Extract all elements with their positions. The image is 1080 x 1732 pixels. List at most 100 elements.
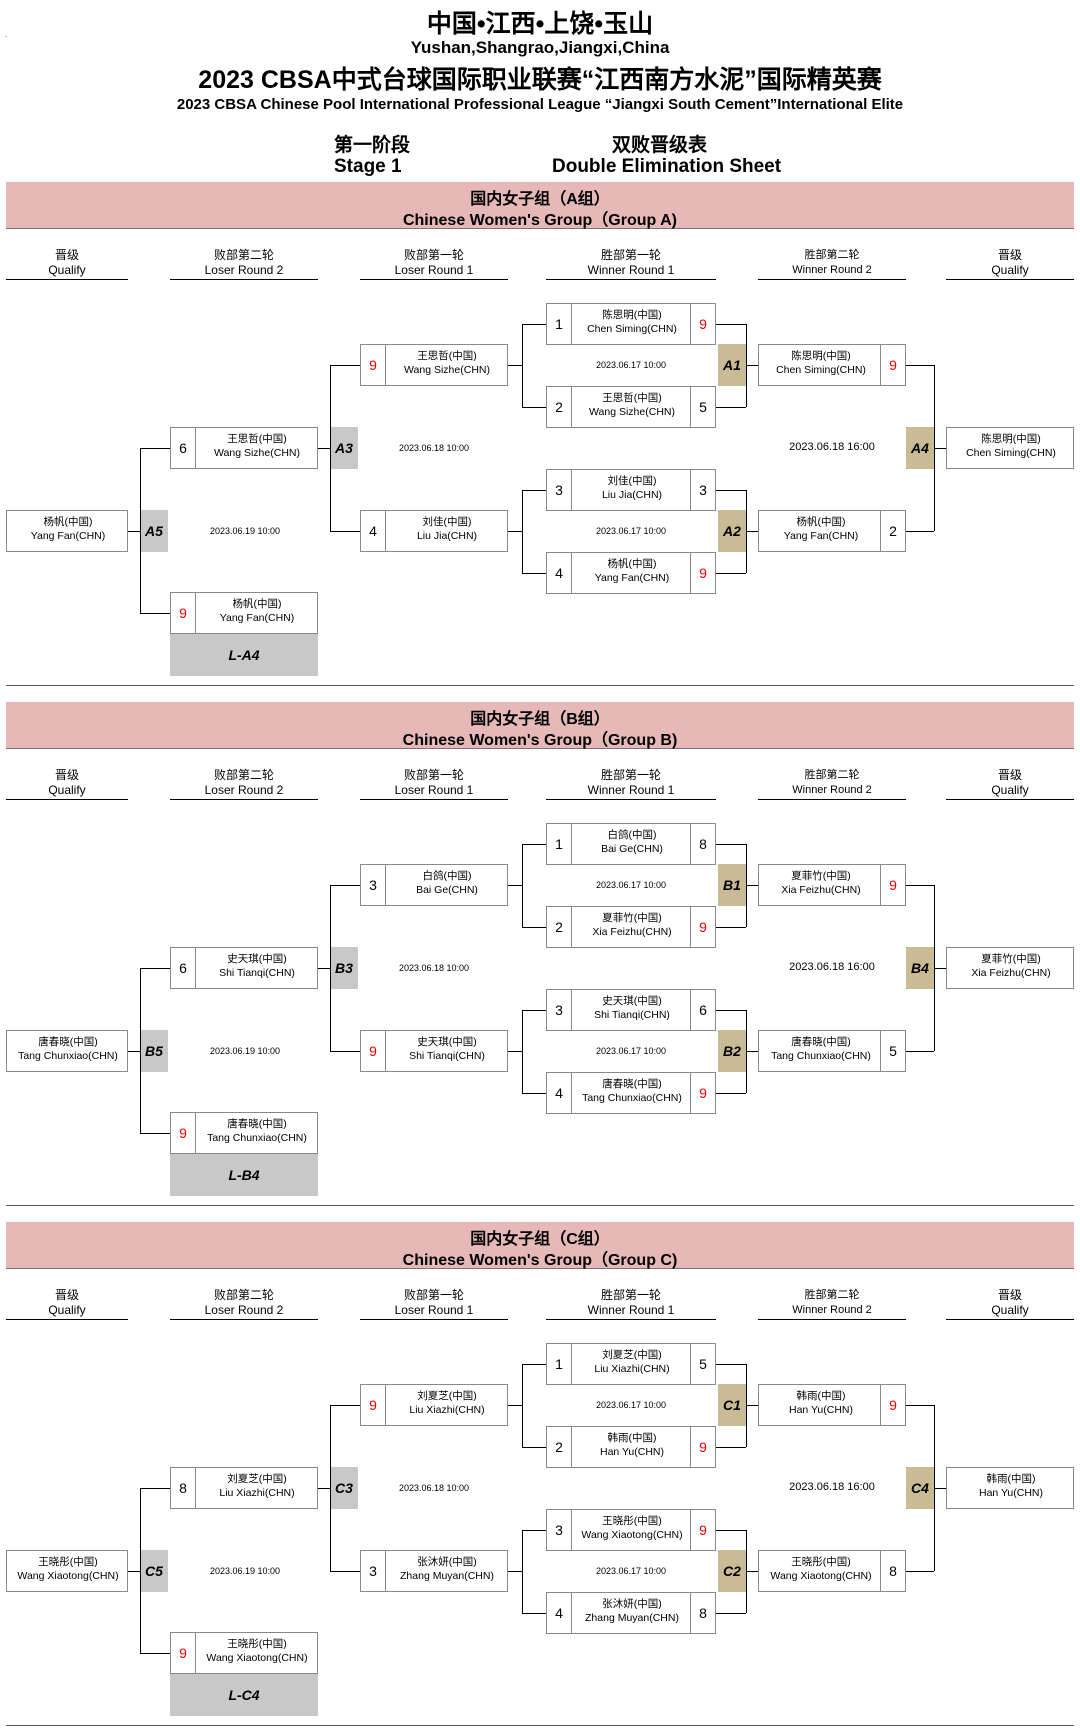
- group-section: 国内女子组（A组）Chinese Women's Group（Group A)晋…: [0, 182, 1080, 692]
- match-date-d2: 2023.06.17 10:00: [595, 526, 667, 536]
- player-name: 史天琪(中国)Shi Tianqi(CHN): [385, 1035, 509, 1063]
- player-name-cn: 刘佳(中国): [422, 516, 472, 528]
- stage-label: 第一阶段: [334, 135, 411, 156]
- group-section: 国内女子组（B组）Chinese Women's Group（Group B)晋…: [0, 702, 1080, 1212]
- player-name: 刘佳(中国)Liu Jia(CHN): [571, 474, 693, 502]
- col-header-cn: 胜部第一轮: [600, 248, 661, 262]
- player-name: 王思哲(中国)Wang Sizhe(CHN): [385, 349, 509, 377]
- section-divider: [6, 1725, 1074, 1726]
- cell-divider: [571, 907, 572, 947]
- bracket-line: [906, 1405, 934, 1406]
- player-name-cn: 陈思明(中国): [602, 309, 662, 321]
- bracket-line: [522, 1530, 523, 1613]
- match-tag-m5: C5: [140, 1550, 168, 1592]
- col-header-en: Loser Round 2: [204, 783, 284, 797]
- bracket-line: [906, 1051, 934, 1052]
- match-date-d4: 2023.06.18 16:00: [789, 1481, 875, 1493]
- bracket-line: [934, 1488, 946, 1489]
- match-score: 5: [889, 1043, 897, 1059]
- player-name-en: Wang Sizhe(CHN): [589, 406, 675, 418]
- cell-divider: [571, 1344, 572, 1384]
- cell-divider: [690, 1344, 691, 1384]
- seed-number: 2: [555, 919, 563, 935]
- player-name-cn: 韩雨(中国): [986, 1473, 1036, 1485]
- player-name: 刘佳(中国)Liu Jia(CHN): [385, 515, 509, 543]
- col-header-en: Winner Round 2: [792, 264, 872, 276]
- bracket-line: [140, 1653, 170, 1654]
- player-name-en: Xia Feizhu(CHN): [781, 884, 861, 896]
- city-title: 中国•江西•上饶•玉山: [426, 10, 654, 38]
- match-tag-m4: C4: [906, 1467, 934, 1509]
- col-header-cn: 胜部第二轮: [804, 1289, 860, 1301]
- match-score: 9: [889, 357, 897, 373]
- qualify-right-player: 韩雨(中国) Han Yu(CHN): [946, 1467, 1074, 1509]
- match-score: 3: [699, 482, 707, 498]
- bracket-line: [140, 448, 141, 613]
- player-name: 唐春晓(中国)Tang Chunxiao(CHN): [759, 1035, 883, 1063]
- player-name-cn: 杨帆(中国): [607, 558, 657, 570]
- bracket-line: [522, 844, 523, 927]
- match-date-d3: 2023.06.18 10:00: [398, 1483, 470, 1493]
- match-score: 8: [889, 1563, 897, 1579]
- player-name: 史天琪(中国)Shi Tianqi(CHN): [571, 994, 693, 1022]
- col-header-cn: 晋级: [997, 248, 1022, 262]
- col-header-cn: 晋级: [54, 768, 79, 782]
- bracket-line: [522, 1447, 546, 1448]
- bracket-line: [906, 885, 934, 886]
- player-name: 杨帆(中国)Yang Fan(CHN): [7, 515, 129, 543]
- player-name-cn: 韩雨(中国): [796, 1390, 846, 1402]
- player-name-cn: 刘夏芝(中国): [602, 1349, 662, 1361]
- bracket-line: [128, 531, 140, 532]
- player-name: 韩雨(中国) Han Yu(CHN): [947, 1472, 1075, 1500]
- match-date-d1: 2023.06.17 10:00: [595, 880, 667, 890]
- cell-divider: [571, 824, 572, 864]
- bracket-line: [716, 1613, 746, 1614]
- seed-number: 4: [555, 1085, 563, 1101]
- bracket-line: [746, 1051, 758, 1052]
- match-score: 5: [699, 399, 707, 415]
- player-name-en: Tang Chunxiao(CHN): [771, 1050, 871, 1062]
- player-name: 张沐妍(中国)Zhang Muyan(CHN): [571, 1597, 693, 1625]
- match-score: 9: [699, 919, 707, 935]
- player-name-en: Tang Chunxiao(CHN): [207, 1132, 307, 1144]
- seed-number: 1: [555, 836, 563, 852]
- bracket-line: [522, 1010, 523, 1093]
- match-score: 9: [699, 316, 707, 332]
- bracket-line: [522, 324, 546, 325]
- player-name-en: Han Yu(CHN): [979, 1487, 1043, 1499]
- stage-label-en: Stage 1: [334, 156, 402, 177]
- seed-number: 3: [555, 1522, 563, 1538]
- match-tag-m1: A1: [718, 344, 746, 386]
- wr1-player-3: 3 3 刘佳(中国)Liu Jia(CHN): [546, 469, 716, 511]
- player-name-en: Chen Siming(CHN): [587, 323, 677, 335]
- player-name-en: Zhang Muyan(CHN): [400, 1570, 494, 1582]
- player-name: 王晓彤(中国)Wang Xiaotong(CHN): [571, 1514, 693, 1542]
- group-title: 国内女子组（C组）: [470, 1231, 610, 1248]
- cell-divider: [195, 1633, 196, 1673]
- bracket-line: [508, 365, 522, 366]
- seed-number: 3: [555, 482, 563, 498]
- bracket-line: [330, 1051, 360, 1052]
- match-score: 9: [699, 1085, 707, 1101]
- bracket-line: [716, 1010, 746, 1011]
- player-name-cn: 史天琪(中国): [417, 1036, 477, 1048]
- player-name-cn: 夏菲竹(中国): [602, 912, 662, 924]
- bracket-line: [330, 1405, 360, 1406]
- player-name-en: Tang Chunxiao(CHN): [18, 1050, 118, 1062]
- player-name-cn: 唐春晓(中国): [38, 1036, 98, 1048]
- group-title: 国内女子组（B组）: [470, 711, 610, 728]
- bracket-line: [522, 573, 546, 574]
- col-header-en: Winner Round 1: [587, 1303, 675, 1317]
